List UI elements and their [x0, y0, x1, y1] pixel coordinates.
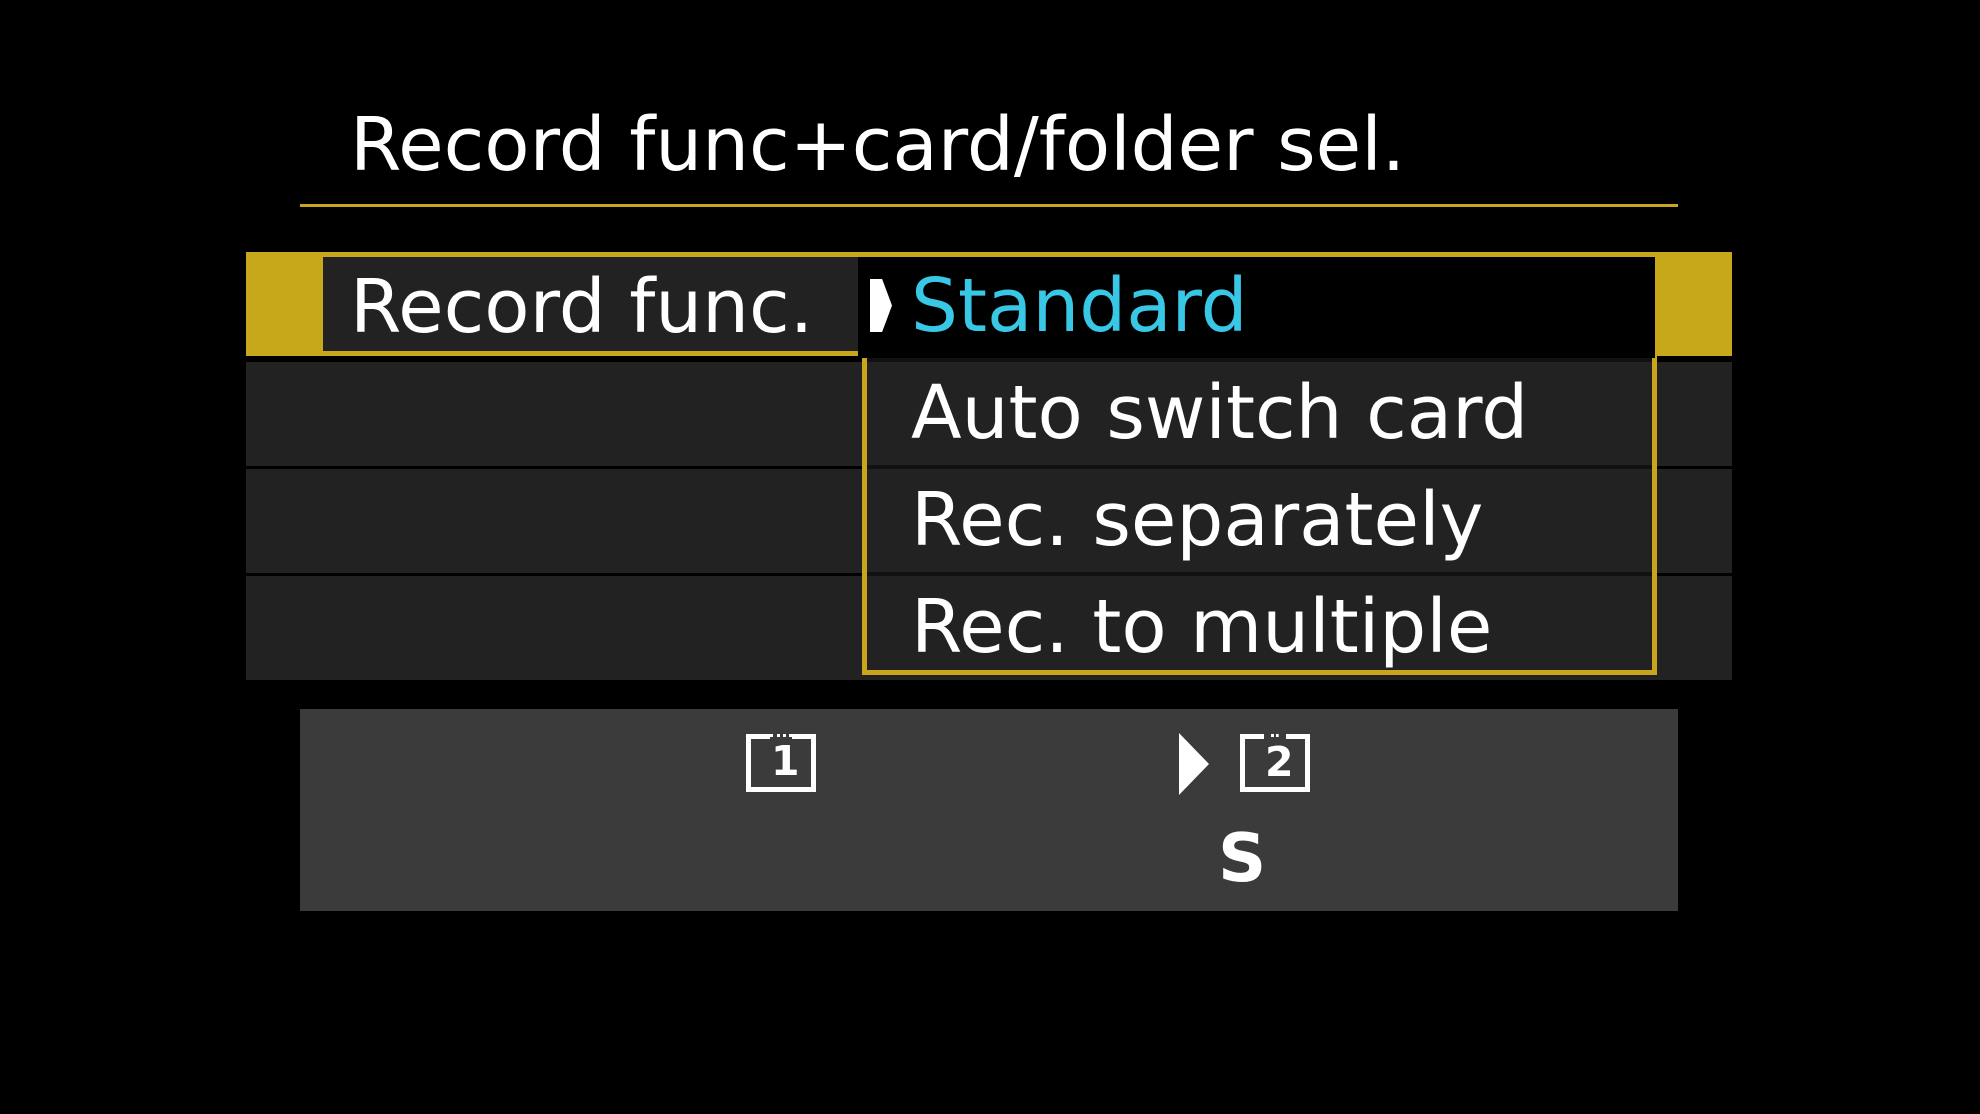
- card-2-size-label: S: [1218, 819, 1267, 897]
- card-2-number: 2: [1265, 738, 1294, 786]
- card-1-number: 1: [771, 737, 800, 785]
- memory-card-icon: 2: [1240, 734, 1310, 792]
- dropdown-separator: [867, 358, 1652, 362]
- title-divider: [300, 204, 1678, 207]
- record-func-label-box: [323, 257, 863, 351]
- option-auto-switch-card[interactable]: Auto switch card: [911, 370, 1529, 456]
- option-rec-to-multiple[interactable]: Rec. to multiple: [911, 584, 1493, 670]
- dropdown-separator: [867, 572, 1652, 576]
- memory-card-icon: 1: [746, 734, 816, 792]
- screen-title: Record func+card/folder sel.: [350, 102, 1406, 188]
- dropdown-selected-row-background: [858, 257, 1655, 358]
- card-status-panel: [300, 709, 1678, 911]
- dropdown-separator: [867, 465, 1652, 469]
- option-standard[interactable]: Standard: [911, 263, 1248, 349]
- record-func-label: Record func.: [350, 264, 814, 350]
- option-rec-separately[interactable]: Rec. separately: [911, 477, 1484, 563]
- triangle-right-icon: [870, 279, 892, 332]
